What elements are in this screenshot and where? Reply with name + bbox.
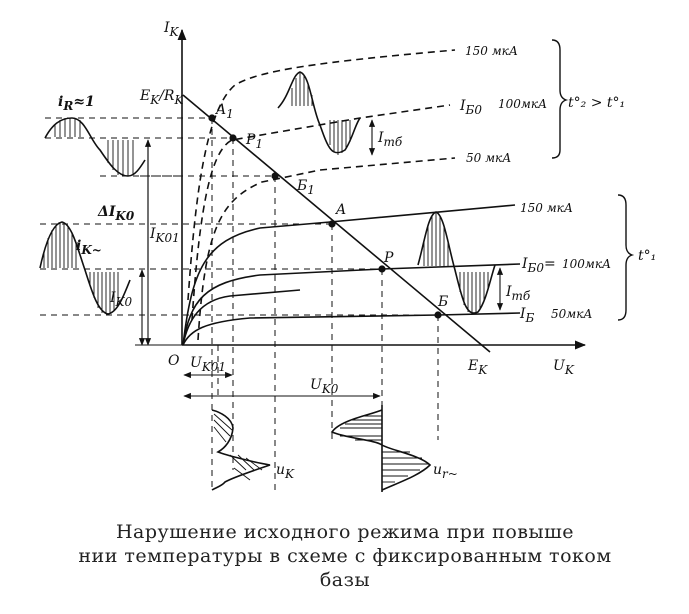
voltage-wave-uk-hatch bbox=[213, 413, 263, 481]
label-ik01: IK01 bbox=[149, 226, 180, 245]
bracket-t2 bbox=[551, 39, 569, 159]
label-t1-ib0: IБ0= bbox=[521, 256, 556, 275]
label-t1-condition: t°₁ bbox=[638, 248, 656, 264]
label-uk01: UK01 bbox=[190, 355, 226, 374]
dimension-lines bbox=[138, 119, 504, 400]
label-point-b1: Б1 bbox=[296, 178, 315, 197]
curves-t2 bbox=[187, 49, 456, 341]
voltage-wave-uk bbox=[211, 409, 271, 491]
curve-t1-50 bbox=[182, 312, 521, 346]
load-line-top-label: EK/RK bbox=[139, 88, 184, 107]
label-ur-wave: ur~ bbox=[433, 462, 458, 481]
label-imb-top: Imб bbox=[377, 130, 403, 149]
projection-v bbox=[211, 118, 439, 490]
base-wave-t1 bbox=[417, 211, 496, 314]
label-t1-100: 100мкА bbox=[562, 257, 611, 271]
curves-t1 bbox=[182, 204, 521, 346]
curve-t1-100 bbox=[182, 263, 521, 346]
collector-wave-t1-hatch bbox=[43, 223, 119, 314]
label-point-a: A bbox=[334, 202, 346, 218]
base-wave-t2 bbox=[277, 71, 361, 154]
curve-t1-150 bbox=[182, 204, 516, 346]
base-wave-t2-hatch bbox=[291, 73, 351, 155]
projection-h bbox=[40, 117, 438, 316]
label-delta-ik0: ΔIK0 bbox=[97, 204, 135, 223]
label-t2-150: 150 мкА bbox=[465, 44, 518, 58]
label-t1-ib: IБ bbox=[519, 306, 535, 325]
load-line-bottom-label: EK bbox=[467, 358, 488, 377]
label-ir1: iR≈1 bbox=[58, 94, 95, 113]
caption-line-1: Нарушение исходного режима при повыше bbox=[115, 521, 574, 543]
label-point-p1: P1 bbox=[245, 132, 263, 151]
curve-t2-50 bbox=[197, 157, 456, 341]
origin-label: O bbox=[168, 353, 180, 369]
label-point-a1: A1 bbox=[214, 102, 234, 121]
x-axis-label: UK bbox=[553, 358, 575, 377]
caption-line-3: базы bbox=[319, 569, 371, 591]
label-t2-50: 50 мкА bbox=[466, 151, 511, 165]
collector-wave-t2 bbox=[44, 117, 146, 177]
collector-wave-t2-hatch bbox=[54, 118, 134, 176]
label-t2-ib0: IБ0 bbox=[459, 98, 482, 117]
label-t2-100: 100мкА bbox=[498, 97, 547, 111]
curve-t2-150 bbox=[187, 49, 456, 301]
y-axis-label: IK bbox=[163, 20, 180, 39]
brackets bbox=[551, 39, 635, 321]
label-t1-50: 50мкА bbox=[551, 307, 592, 321]
bracket-t1 bbox=[617, 194, 635, 321]
labels: IK UK O EK/RK EK 150 мкА IБ0 100мкА 50 м… bbox=[58, 20, 656, 481]
label-ik-tilde: iK~ bbox=[76, 238, 102, 257]
label-t2-condition: t°₂ > t°₁ bbox=[568, 95, 625, 111]
caption-line-2: нии температуры в схеме с фиксированным … bbox=[78, 545, 612, 567]
label-uk-wave: uK bbox=[276, 462, 295, 481]
label-imb-bottom: Imб bbox=[505, 284, 531, 303]
voltage-wave-ur-hatch bbox=[340, 415, 428, 483]
collector-wave-t1 bbox=[39, 221, 131, 315]
figure-caption: Нарушение исходного режима при повыше ни… bbox=[40, 520, 650, 592]
label-point-b: Б bbox=[437, 294, 448, 310]
voltage-wave-ur bbox=[330, 405, 432, 492]
label-point-p: P bbox=[383, 250, 394, 266]
curve-t2-100 bbox=[191, 104, 451, 321]
label-ik0: IK0 bbox=[109, 290, 132, 309]
label-uk0: UK0 bbox=[310, 377, 339, 396]
label-t1-150: 150 мкА bbox=[520, 201, 573, 215]
base-wave-t1-hatch bbox=[423, 213, 489, 314]
